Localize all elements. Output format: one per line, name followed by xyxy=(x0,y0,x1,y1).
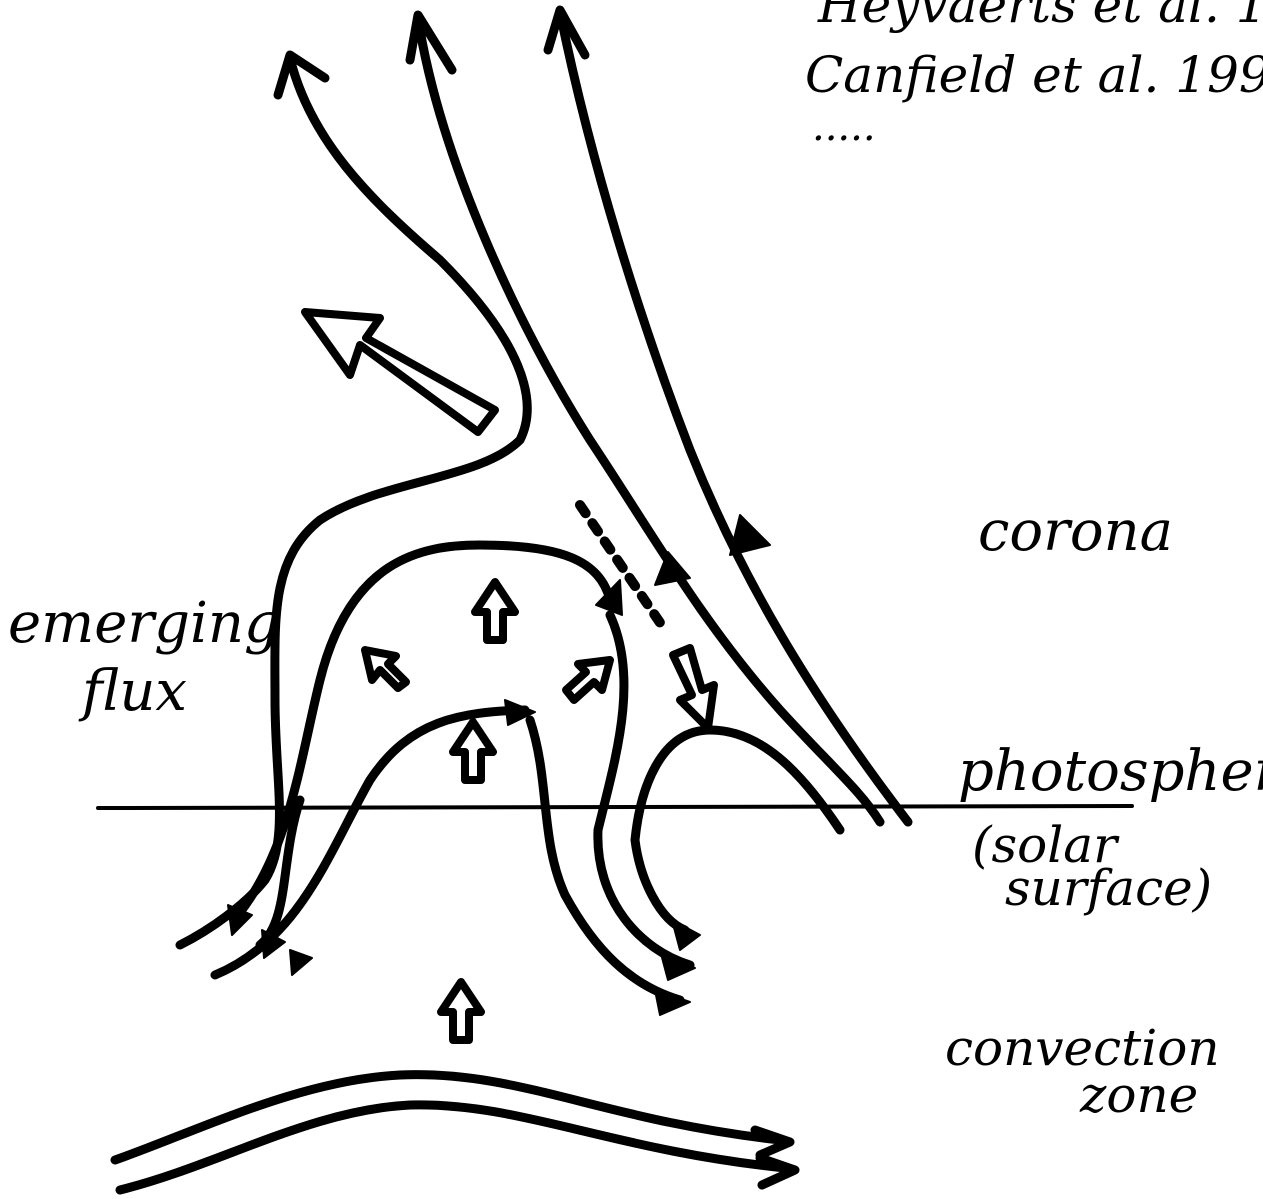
arrowhead-lower-left-3 xyxy=(290,950,312,975)
arrowhead-middle-mid xyxy=(655,552,690,585)
label-surface: surface) xyxy=(1005,859,1212,917)
small-arrow-up-right xyxy=(566,660,610,700)
label-zone: zone xyxy=(1079,1066,1198,1124)
small-arrow-down-right xyxy=(673,648,714,728)
small-arrow-up-left xyxy=(365,650,406,688)
label-flux: flux xyxy=(78,659,187,724)
loop-small-right xyxy=(635,730,840,930)
arrowhead-middle xyxy=(410,15,452,70)
label-corona: corona xyxy=(978,499,1173,564)
emerging-flux-loops xyxy=(215,545,840,1015)
arrowhead-lower-left-1 xyxy=(228,905,252,935)
small-arrow-up-center xyxy=(453,722,493,780)
label-photosphere: photosphere xyxy=(958,739,1263,804)
reference-canfield: Canfield et al. 1994 xyxy=(805,46,1263,104)
arrowhead-lower-right-1 xyxy=(660,950,695,980)
arrowhead-small-right xyxy=(672,920,700,950)
small-arrow-up-convection xyxy=(441,982,481,1040)
label-emerging: emerging xyxy=(8,591,280,656)
reference-ellipsis: ..... xyxy=(812,104,876,150)
photosphere-line xyxy=(98,806,1132,808)
small-arrow-up-top xyxy=(475,582,515,640)
tube-upper xyxy=(115,1075,780,1160)
outflow-arrow-up-left xyxy=(305,312,495,432)
convection-flux-tube xyxy=(115,1075,795,1190)
reference-heyvaerts: Heyvaerts et al. 1977 xyxy=(817,0,1263,34)
arrowhead-right-mid xyxy=(730,515,770,555)
